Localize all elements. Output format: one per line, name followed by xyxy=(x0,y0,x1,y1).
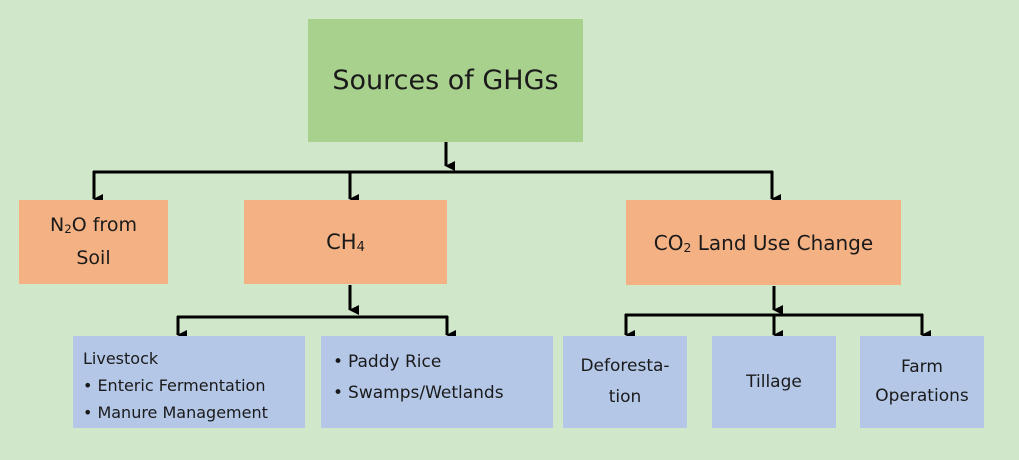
root-node-sources-of-ghgs: Sources of GHGs xyxy=(308,19,583,142)
ch4-subscript: 4 xyxy=(356,240,365,256)
n2o-subscript: 2 xyxy=(64,222,72,237)
ch4-formula: CH xyxy=(326,230,357,254)
farm-line1: Farm xyxy=(901,357,943,377)
node-tillage: Tillage xyxy=(712,336,836,428)
node-deforestation: Deforesta- tion xyxy=(563,336,687,428)
n2o-formula: N xyxy=(50,214,65,236)
livestock-item-enteric-fermentation: Enteric Fermentation xyxy=(83,372,305,399)
node-farm-operations: Farm Operations xyxy=(860,336,984,428)
co2-text: CO2 Land Use Change xyxy=(654,231,873,255)
farm-line2: Operations xyxy=(875,386,969,406)
co2-formula: CO xyxy=(653,230,684,255)
root-label: Sources of GHGs xyxy=(332,65,559,96)
farm-text: Farm Operations xyxy=(875,353,968,411)
livestock-item-manure-management: Manure Management xyxy=(83,399,305,426)
deforestation-line1: Deforesta- xyxy=(580,356,670,376)
ch4-text: CH4 xyxy=(326,230,365,256)
paddy-item-paddy-rice: Paddy Rice xyxy=(333,347,553,378)
n2o-rest: O from xyxy=(71,214,137,236)
co2-subscript: 2 xyxy=(683,239,692,255)
node-paddy-swamps: Paddy Rice Swamps/Wetlands xyxy=(321,336,553,428)
node-co2-land-use-change: CO2 Land Use Change xyxy=(626,200,901,285)
node-ch4: CH4 xyxy=(244,200,447,284)
deforestation-text: Deforesta- tion xyxy=(580,351,669,413)
n2o-text: N2O from Soil xyxy=(50,210,137,274)
node-n2o-from-soil: N2O from Soil xyxy=(19,200,168,284)
co2-rest: Land Use Change xyxy=(691,230,874,255)
node-livestock: Livestock Enteric Fermentation Manure Ma… xyxy=(73,336,305,428)
paddy-item-swamps-wetlands: Swamps/Wetlands xyxy=(333,378,553,409)
deforestation-line2: tion xyxy=(608,387,642,407)
tillage-label: Tillage xyxy=(746,372,802,392)
livestock-heading: Livestock xyxy=(83,349,159,368)
n2o-line2: Soil xyxy=(76,247,111,269)
